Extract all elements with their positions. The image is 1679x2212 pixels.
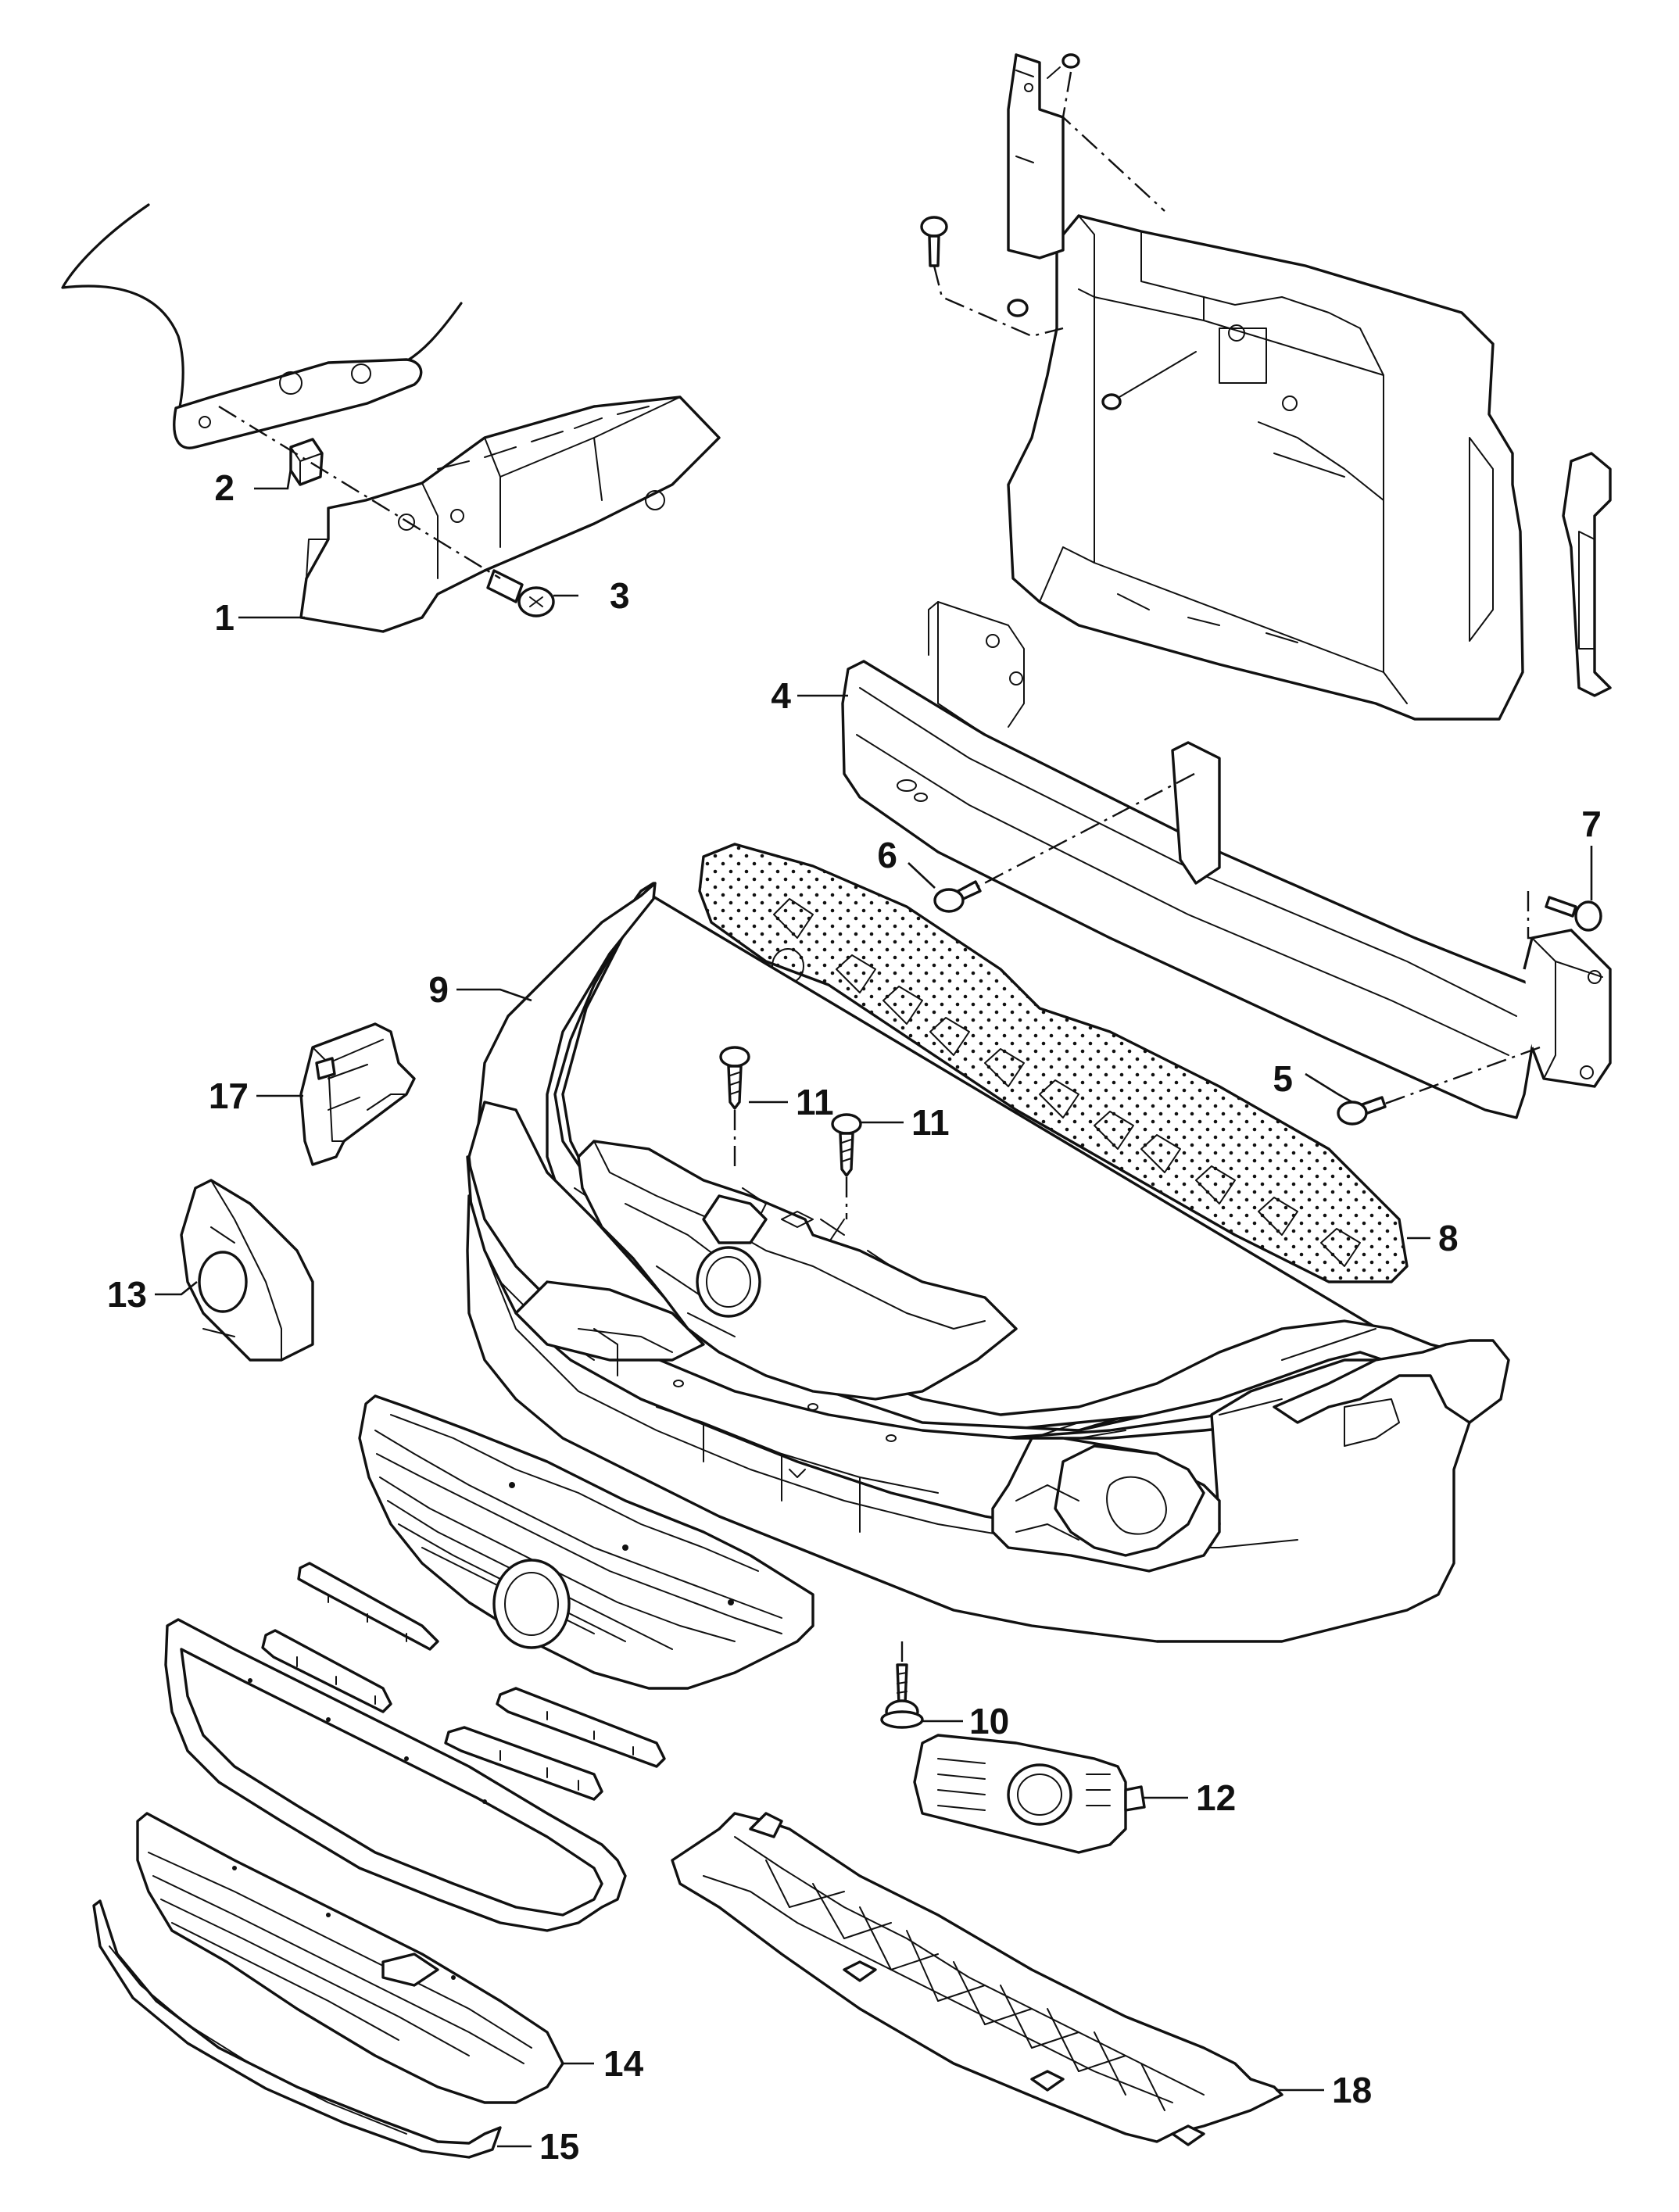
radiator-support-washer [1007, 299, 1029, 317]
callout-11-a: 11 [796, 1082, 834, 1122]
callout-11-b: 11 [911, 1102, 950, 1143]
part-13-fog-lamp-cover [180, 1179, 314, 1362]
part-7-screw [1545, 896, 1602, 932]
radiator-support-frame [1007, 214, 1524, 721]
callout-5: 5 [1273, 1058, 1293, 1099]
assembly-line-left [933, 265, 1064, 338]
callout-4: 4 [771, 675, 791, 716]
callout-15: 15 [539, 2126, 579, 2167]
assembly-line-screw-7 [1527, 891, 1532, 940]
part-14-lower-grille [136, 1812, 564, 2104]
part-5-screw [1337, 1096, 1387, 1126]
callout-3: 3 [610, 575, 630, 616]
callout-13: 13 [107, 1274, 147, 1315]
callout-14: 14 [603, 2043, 644, 2084]
part-18-lower-air-guide [671, 1812, 1283, 2146]
trim-strip-lower-right [444, 1726, 603, 1801]
callout-1: 1 [214, 597, 234, 638]
main-grille [358, 1394, 814, 1690]
trim-strip-lower-left [261, 1629, 392, 1713]
part-8-energy-absorber [698, 843, 1409, 1283]
part-3-screw [486, 569, 555, 617]
callout-12: 12 [1196, 1777, 1236, 1818]
fender-outline [61, 203, 463, 449]
assembly-line-screw-6 [968, 772, 1195, 893]
callout-17: 17 [209, 1076, 249, 1116]
part-11-screw-a [719, 1046, 750, 1110]
radiator-support-bracket-left [1007, 53, 1065, 259]
callout-18: 18 [1332, 2070, 1372, 2110]
assembly-line-bracket [218, 405, 501, 580]
radiator-support-bracket-right [1562, 452, 1612, 697]
part-6-screw [933, 880, 982, 913]
assembly-line-upper [1061, 71, 1165, 212]
upper-grille [577, 1140, 1018, 1401]
assembly-line-screw-5 [1367, 1046, 1541, 1111]
trim-strip-upper-left [297, 1562, 439, 1651]
radiator-support-screw-mid [1101, 351, 1197, 410]
callouts: 2 1 3 4 5 6 7 8 9 10 11 11 12 13 14 15 1… [107, 467, 1602, 2167]
callout-7: 7 [1581, 804, 1602, 844]
callout-10: 10 [969, 1701, 1009, 1741]
callout-2: 2 [214, 467, 234, 508]
part-4-impact-bar [841, 601, 1612, 1119]
leader-lines [155, 468, 1593, 2148]
part-2-clip-nut [289, 438, 324, 486]
trim-strip-upper-right [496, 1687, 666, 1768]
radiator-support-screw-left [920, 216, 948, 267]
callout-8: 8 [1438, 1218, 1459, 1258]
part-11-screw-b [831, 1113, 862, 1177]
part-17-bracket [299, 1022, 416, 1166]
callout-9: 9 [428, 969, 449, 1010]
part-12-fog-light-grille [913, 1734, 1146, 1854]
part-1-side-bracket [299, 396, 721, 633]
part-15-trim-strip [92, 1899, 502, 2159]
grille-frame [164, 1618, 627, 1932]
part-10-screw [880, 1663, 924, 1729]
callout-6: 6 [877, 835, 897, 875]
radiator-support-screw-top [1047, 53, 1080, 79]
